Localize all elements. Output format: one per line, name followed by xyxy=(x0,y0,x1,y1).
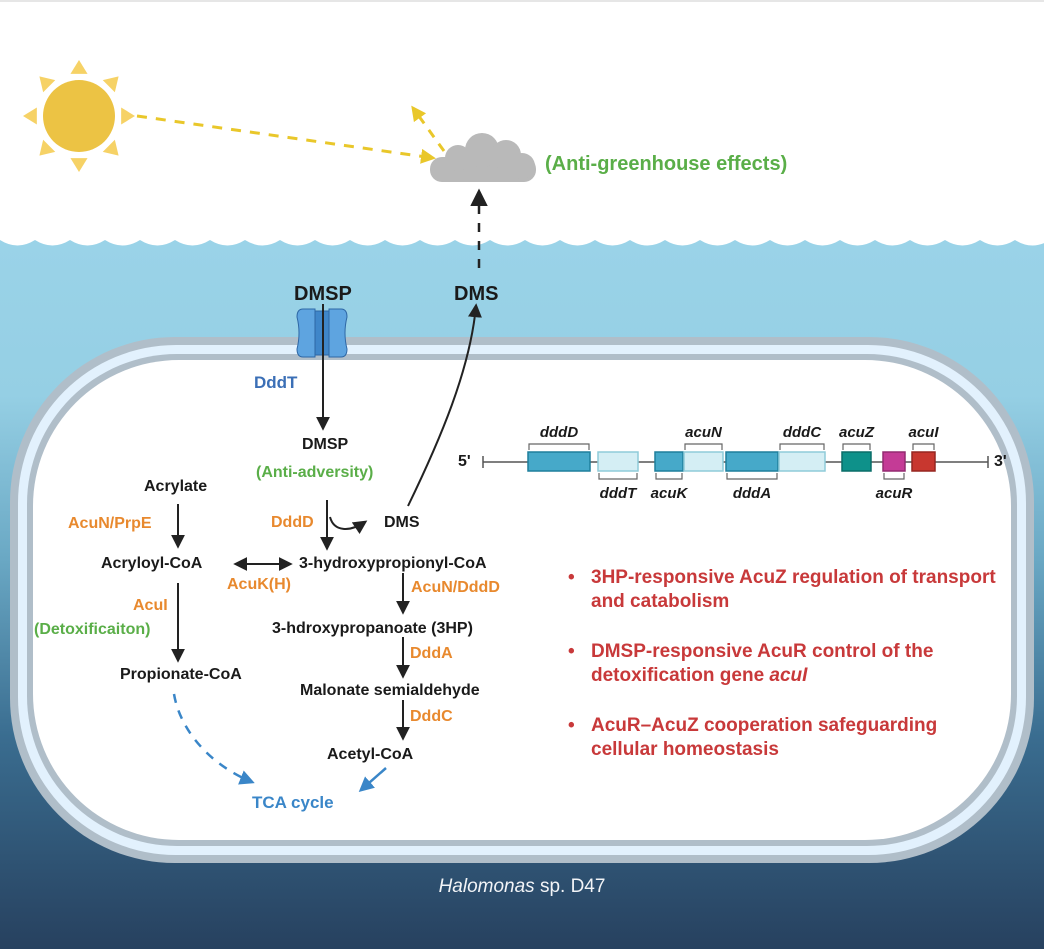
finding-gene-italic: acuI xyxy=(769,665,808,686)
finding-text: DMSP-responsive AcuR control of the deto… xyxy=(591,641,934,686)
detoxification-label: (Detoxificaiton) xyxy=(34,621,151,638)
dddC-enzyme-label: DddC xyxy=(410,708,453,725)
gene-box-acuI xyxy=(911,451,936,472)
gene-bracket-acuZ xyxy=(842,443,871,450)
sun-ray xyxy=(39,139,56,156)
top-border xyxy=(0,0,1044,2)
dddA-enzyme-label: DddA xyxy=(410,645,453,662)
propionate-coa-label: Propionate-CoA xyxy=(120,666,242,683)
gene-box-dddC xyxy=(778,451,826,472)
sun-ray xyxy=(70,158,88,172)
organism-genus: Halomonas xyxy=(438,876,535,897)
gene-bracket-acuR xyxy=(883,473,905,480)
gene-box-dddD xyxy=(527,451,591,472)
five-prime-label: 5' xyxy=(458,453,471,470)
malonate-semialdehyde-label: Malonate semialdehyde xyxy=(300,682,480,699)
gene-bracket-acuN xyxy=(684,443,723,450)
gene-bracket-dddT xyxy=(598,473,638,480)
finding-text: AcuR–AcuZ cooperation safeguarding cellu… xyxy=(591,715,938,760)
acuK-h-label: AcuK(H) xyxy=(227,576,291,593)
reflected-light-arrow xyxy=(411,105,446,152)
acrylate-label: Acrylate xyxy=(144,478,208,495)
acuN-dddD-label: AcuN/DddD xyxy=(411,579,500,596)
gene-label-dddA: dddA xyxy=(732,485,772,502)
tca-cycle-label: TCA cycle xyxy=(252,793,334,812)
sun-ray xyxy=(102,76,119,93)
gene-box-acuK xyxy=(654,451,684,472)
gene-label-dddT: dddT xyxy=(599,485,637,502)
dms-inside-label: DMS xyxy=(384,514,420,531)
organism-caption: Halomonas sp. D47 xyxy=(0,876,1044,898)
finding-text: 3HP-responsive AcuZ regulation of transp… xyxy=(591,567,996,612)
dddD-enzyme-label: DddD xyxy=(271,514,314,531)
anti-greenhouse-label: (Anti-greenhouse effects) xyxy=(545,153,788,175)
hydroxypropionyl-coa-label: 3-hydroxypropionyl-CoA xyxy=(299,555,487,572)
3hp-label: 3-hdroxypropanoate (3HP) xyxy=(272,620,473,637)
dddT-transporter-label: DddT xyxy=(254,373,298,392)
gene-box-dddA xyxy=(725,451,779,472)
organism-strain: sp. D47 xyxy=(534,876,606,897)
gene-label-acuK: acuK xyxy=(650,485,688,502)
gene-label-acuR: acuR xyxy=(875,485,913,502)
dms-release-hook xyxy=(329,516,368,535)
wave-crests xyxy=(0,230,1044,246)
gene-label-dddD: dddD xyxy=(539,424,579,441)
sun-ray xyxy=(39,76,56,93)
gene-bracket-dddD xyxy=(528,443,590,450)
dms-outside-label: DMS xyxy=(454,283,499,305)
sun-ray xyxy=(102,139,119,156)
sunlight-arrow xyxy=(136,114,436,164)
gene-label-acuZ: acuZ xyxy=(838,424,875,441)
gene-box-acuN xyxy=(683,451,724,472)
sun-ray xyxy=(121,107,135,125)
gene-cluster-map xyxy=(482,443,989,480)
sun-icon xyxy=(23,60,135,172)
gene-label-acuI: acuI xyxy=(908,424,939,441)
finding-item: 3HP-responsive AcuZ regulation of transp… xyxy=(566,566,1006,614)
gene-label-dddC: dddC xyxy=(782,424,822,441)
acetyl-to-tca-arrow xyxy=(358,767,387,792)
anti-adversity-label: (Anti-adversity) xyxy=(256,464,374,481)
gene-box-dddT xyxy=(597,451,639,472)
dmsp-outside-label: DMSP xyxy=(294,283,352,305)
finding-item: DMSP-responsive AcuR control of the deto… xyxy=(566,640,1006,688)
finding-item: AcuR–AcuZ cooperation safeguarding cellu… xyxy=(566,714,1006,762)
acryloyl-coa-label: Acryloyl-CoA xyxy=(101,555,203,572)
gene-label-acuN: acuN xyxy=(685,424,722,441)
sun-ray xyxy=(23,107,37,125)
findings-list: 3HP-responsive AcuZ regulation of transp… xyxy=(566,566,1006,788)
acuI-enzyme-label: AcuI xyxy=(133,597,168,614)
gene-box-acuZ xyxy=(841,451,872,472)
acetyl-coa-label: Acetyl-CoA xyxy=(327,746,414,763)
gene-bracket-acuI xyxy=(912,443,935,450)
sun-ray xyxy=(70,60,88,74)
gene-box-acuR xyxy=(882,451,906,472)
gene-bracket-dddA xyxy=(726,473,778,480)
propionate-to-tca-arrow xyxy=(172,693,255,785)
cloud-icon xyxy=(430,133,536,182)
dms-export-arrow xyxy=(407,303,482,507)
acuN-prpE-label: AcuN/PrpE xyxy=(68,515,152,532)
three-prime-label: 3' xyxy=(994,453,1007,470)
gene-bracket-dddC xyxy=(779,443,825,450)
dmsp-inside-label: DMSP xyxy=(302,436,349,453)
gene-bracket-acuK xyxy=(655,473,683,480)
